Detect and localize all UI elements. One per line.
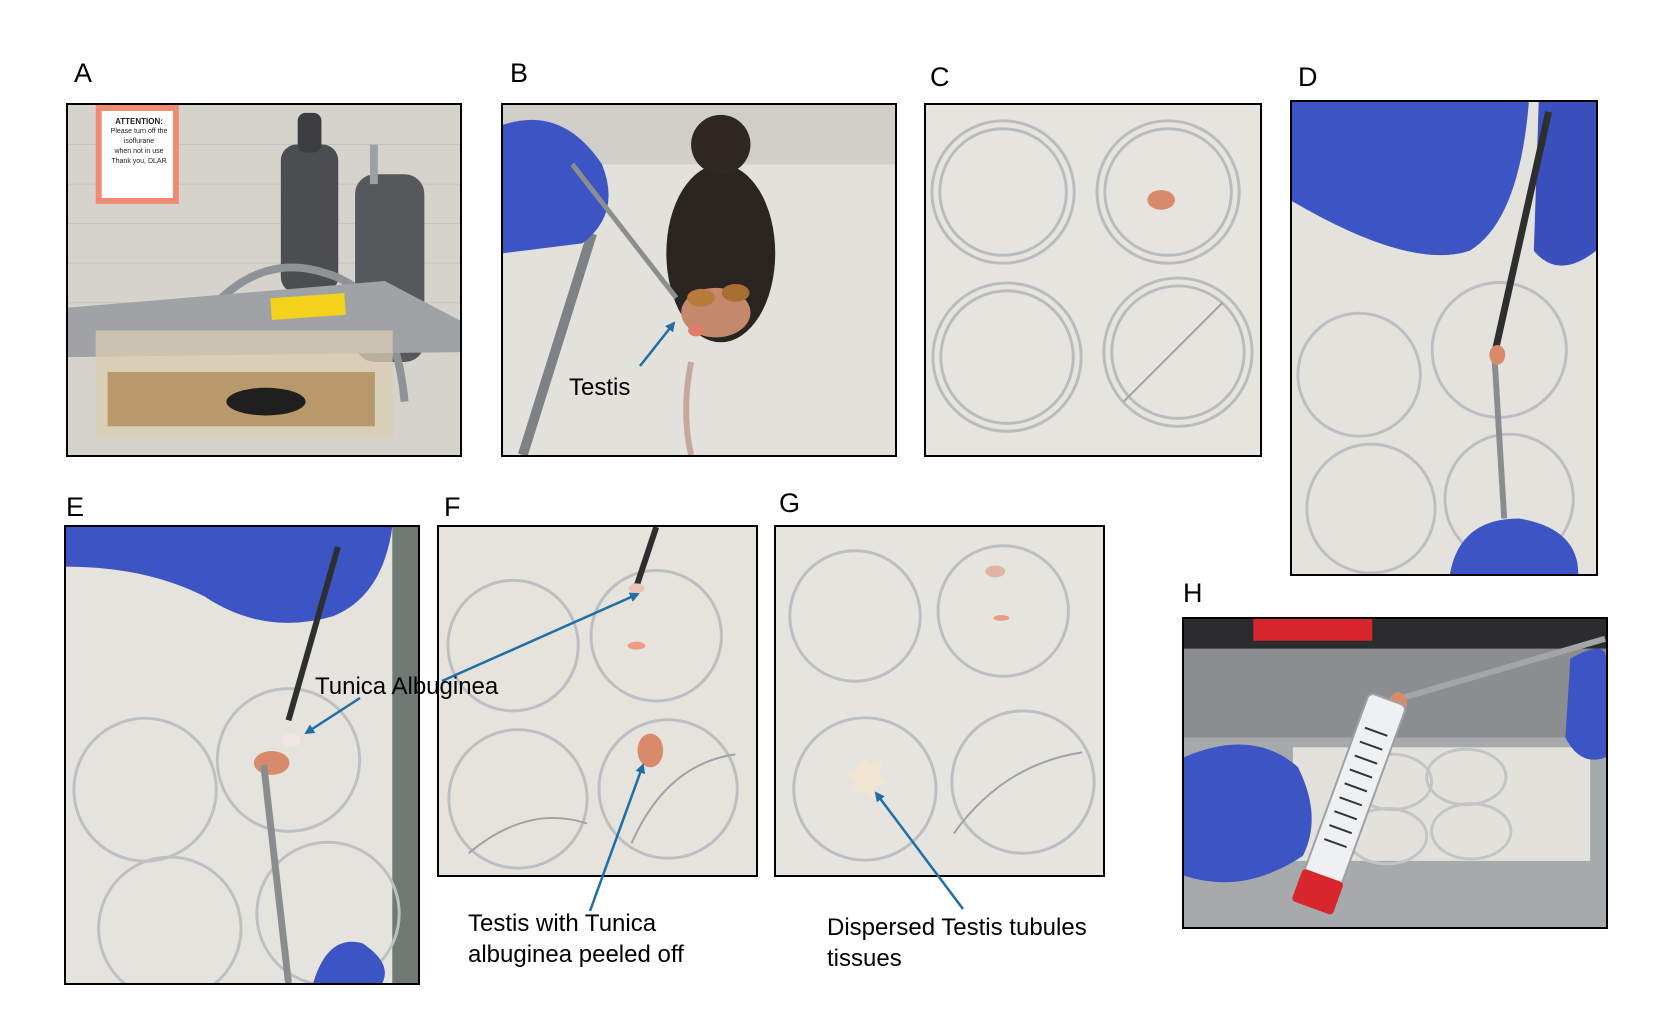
photo-panel-d: [1290, 100, 1598, 576]
label-testis-peeled-line1: Testis with Tunica: [468, 910, 657, 937]
label-dispersed-tubules-line1: Dispersed Testis tubules: [827, 914, 1087, 941]
photo-panel-b: [501, 103, 897, 457]
label-tunica-albuginea: Tunica Albuginea: [315, 673, 499, 700]
panel-label-g: G: [779, 488, 801, 518]
label-testis-peeled: Testis with Tunica albuginea peeled off: [468, 908, 684, 970]
panel-label-b: B: [510, 58, 529, 88]
panel-label-h: H: [1183, 578, 1203, 608]
attention-sign: ATTENTION: Please turn off the isofluran…: [104, 117, 174, 167]
attention-sign-line: Please turn off the: [110, 128, 168, 135]
panel-label-f: F: [444, 492, 461, 522]
attention-sign-line: Thank you, DLAR: [111, 158, 167, 165]
attention-sign-line: isoflurane: [123, 138, 155, 145]
panel-label-a: A: [74, 58, 93, 88]
photo-panel-a: ATTENTION: Please turn off the isofluran…: [66, 103, 462, 457]
photo-panel-h: [1182, 617, 1608, 929]
panel-label-c: C: [930, 62, 950, 92]
photo-panel-e: [64, 525, 420, 985]
label-testis: Testis: [569, 374, 631, 401]
label-dispersed-tubules: Dispersed Testis tubules tissues: [827, 912, 1087, 974]
panel-label-e: E: [66, 492, 85, 522]
label-dispersed-tubules-line2: tissues: [827, 945, 902, 972]
panel-label-d: D: [1298, 62, 1318, 92]
label-testis-peeled-line2: albuginea peeled off: [468, 941, 684, 968]
attention-sign-title: ATTENTION:: [115, 117, 163, 126]
photo-panel-c: [924, 103, 1262, 457]
attention-sign-line: when not in use: [114, 148, 164, 155]
photo-panel-g: [774, 525, 1105, 877]
